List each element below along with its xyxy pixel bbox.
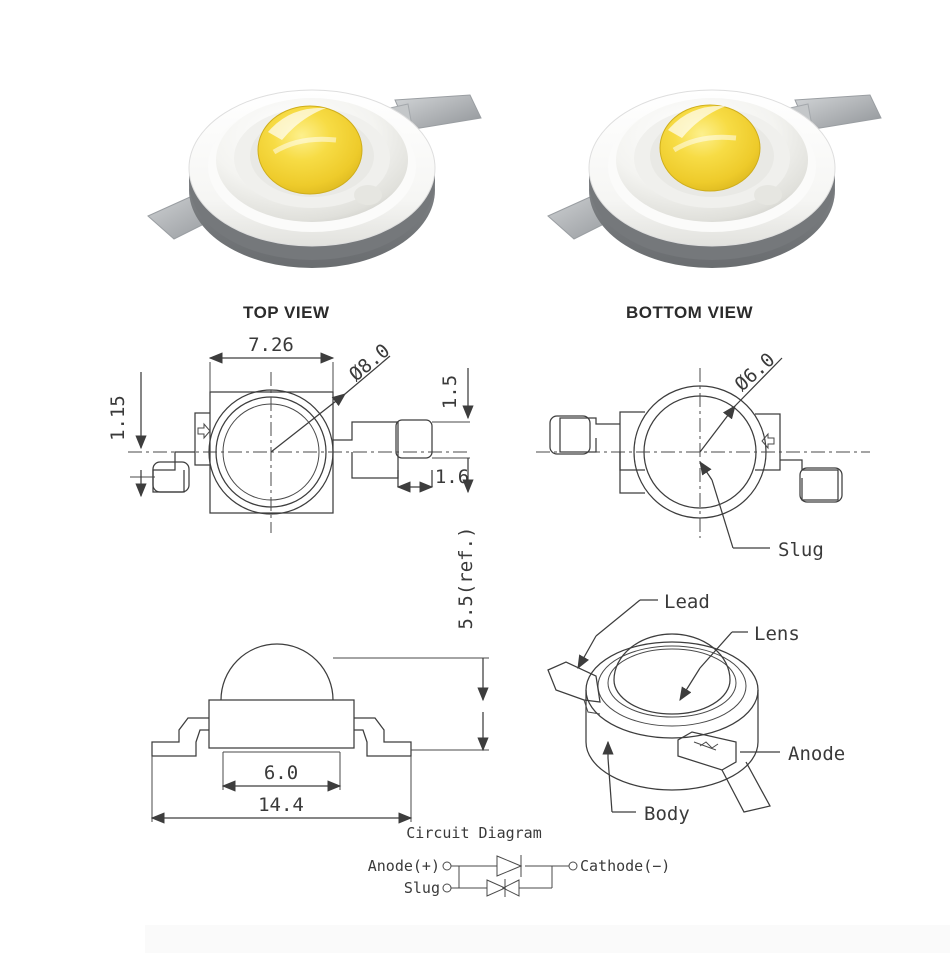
dim-lead-width: 1.6 xyxy=(435,466,469,488)
callout-slug: Slug xyxy=(778,539,824,561)
isometric-view-drawing: Lead Lens Anode Body xyxy=(547,591,845,825)
terminal-slug-label: Slug xyxy=(404,879,440,897)
led-emitter-photo-left xyxy=(140,40,490,290)
bottom-view-caption: BOTTOM VIEW xyxy=(626,303,754,322)
page-bottom-strip xyxy=(145,925,950,953)
dim-width-across-flats: 7.26 xyxy=(248,334,294,356)
dim-lead-right-offset: 1.5 xyxy=(439,375,461,409)
top-view-drawing: 7.26 Ø8.0 1.15 1.5 1.6 xyxy=(107,334,474,533)
top-view-caption: TOP VIEW xyxy=(243,303,330,322)
terminal-anode-label: Anode(+) xyxy=(368,857,440,875)
dim-body-width: 6.0 xyxy=(264,762,298,784)
callout-lead: Lead xyxy=(664,591,710,613)
circuit-title: Circuit Diagram xyxy=(406,824,541,842)
dim-overall-lead-span: 14.4 xyxy=(258,794,304,816)
bottom-view-drawing: Ø6.0 Slug xyxy=(536,349,870,561)
callout-lens: Lens xyxy=(754,623,800,645)
side-view-drawing: 5.5(ref.) 6.0 14.4 xyxy=(150,527,489,824)
dim-lead-left-offset: 1.15 xyxy=(107,395,129,441)
dim-overall-height: 5.5(ref.) xyxy=(455,527,477,630)
callout-body: Body xyxy=(644,803,690,825)
circuit-diagram: Circuit Diagram Anode(+) Slug Cathode(−) xyxy=(368,824,670,897)
dim-outer-diameter: Ø8.0 xyxy=(345,340,394,386)
terminal-cathode-label: Cathode(−) xyxy=(580,857,670,875)
callout-anode: Anode xyxy=(788,743,845,765)
dim-slug-diameter: Ø6.0 xyxy=(731,349,780,396)
led-emitter-photo-right xyxy=(540,40,890,290)
